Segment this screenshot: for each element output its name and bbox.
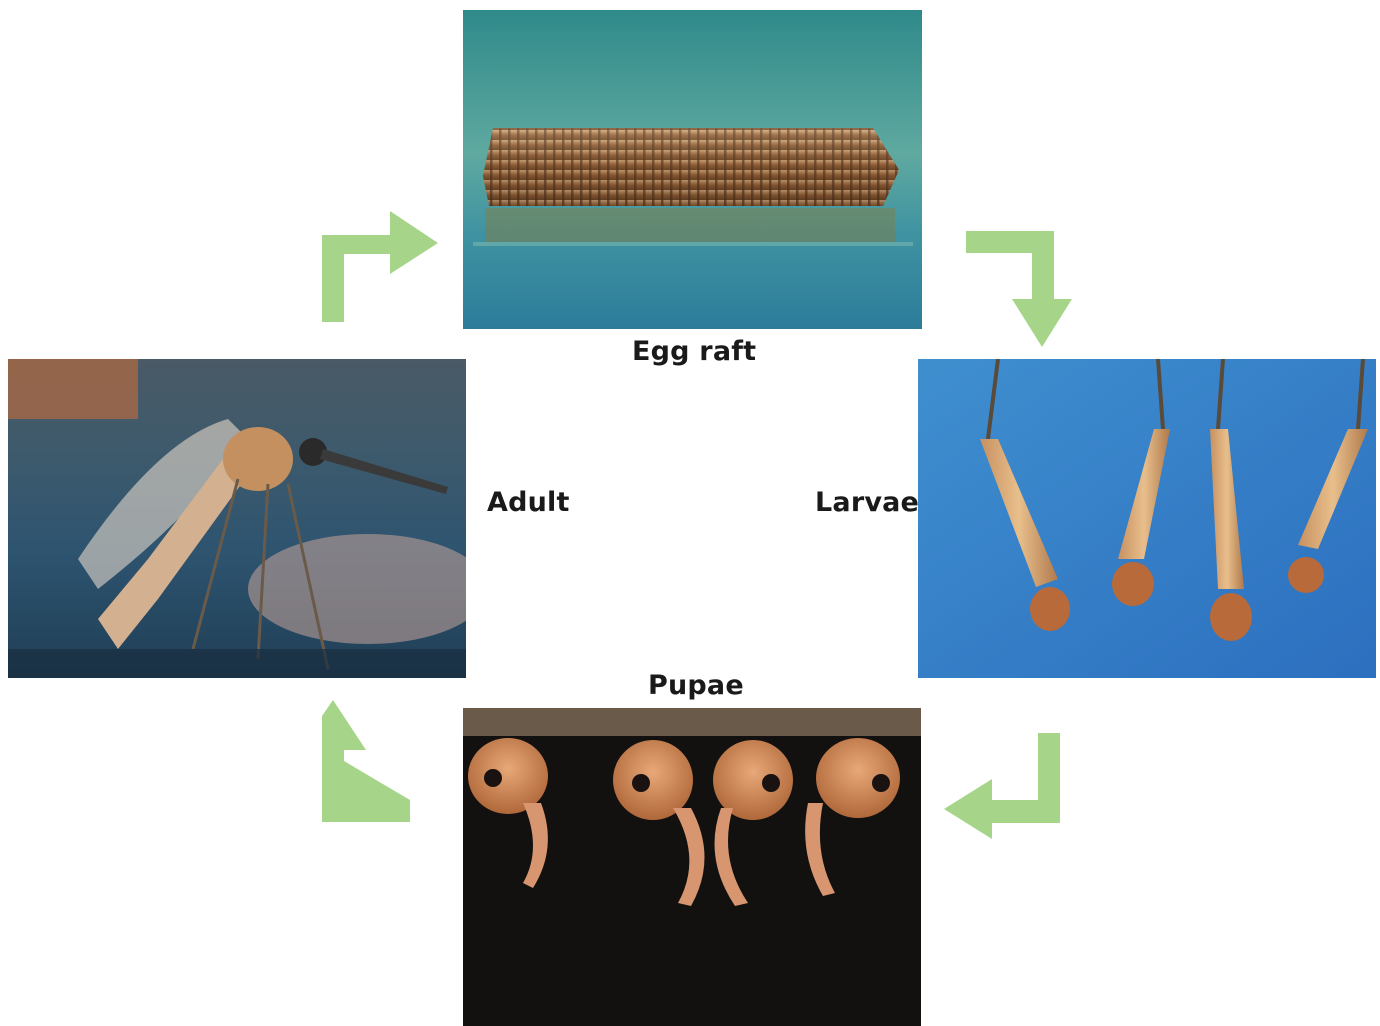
adult-label: Adult — [487, 487, 570, 518]
egg-raft-photo — [463, 10, 922, 329]
elbow-arrow-icon — [322, 211, 442, 326]
pupae-photo — [463, 708, 921, 1026]
larvae-label: Larvae — [815, 487, 919, 518]
elbow-arrow-icon — [966, 231, 1076, 351]
elbow-arrow-icon — [944, 733, 1064, 843]
elbow-arrow-icon — [322, 700, 412, 825]
larvae-photo — [918, 359, 1376, 678]
adult-mosquito-photo — [8, 359, 466, 678]
egg-raft-label: Egg raft — [632, 336, 756, 367]
pupae-label: Pupae — [648, 670, 744, 701]
